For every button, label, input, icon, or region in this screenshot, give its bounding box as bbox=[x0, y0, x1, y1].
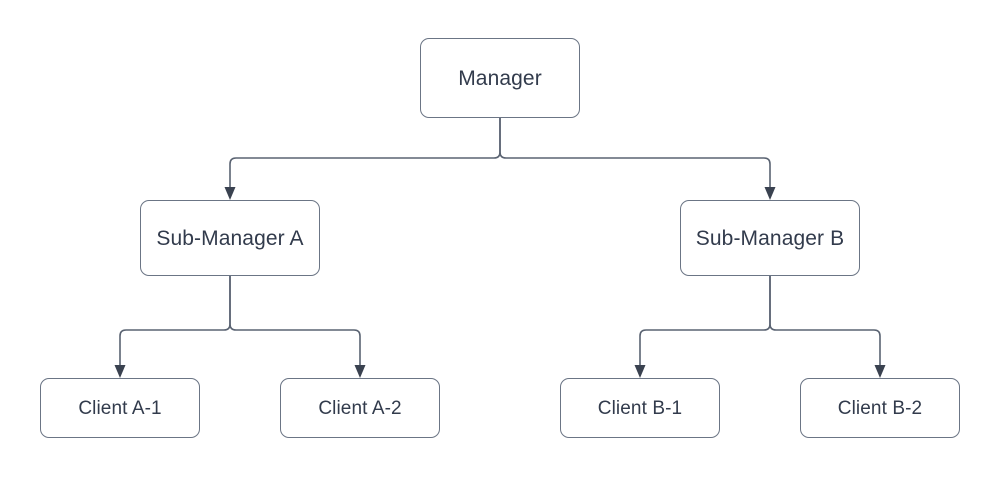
node-sub-manager-b[interactable]: Sub-Manager B bbox=[680, 200, 860, 276]
edge-sub-a-to-client-a-1-arrowhead-icon bbox=[114, 365, 126, 378]
node-client-b-2-label: Client B-2 bbox=[837, 397, 923, 419]
edge-manager-to-sub-b bbox=[499, 118, 771, 187]
edge-manager-to-sub-a-arrowhead-icon bbox=[224, 187, 236, 200]
edge-sub-a-to-client-a-2 bbox=[229, 276, 361, 365]
node-client-b-1[interactable]: Client B-1 bbox=[560, 378, 720, 438]
node-sub-manager-b-label: Sub-Manager B bbox=[695, 226, 845, 250]
edge-sub-a-to-client-a-2-arrowhead-icon bbox=[354, 365, 366, 378]
edge-manager-to-sub-b-arrowhead-icon bbox=[764, 187, 776, 200]
node-manager-label: Manager bbox=[458, 66, 542, 90]
node-client-a-1-label: Client A-1 bbox=[78, 397, 162, 419]
node-manager[interactable]: Manager bbox=[420, 38, 580, 118]
edge-sub-b-to-client-b-1-arrowhead-icon bbox=[634, 365, 646, 378]
node-client-a-2-label: Client A-2 bbox=[318, 397, 402, 419]
edge-manager-to-sub-a bbox=[229, 118, 501, 187]
node-sub-manager-a[interactable]: Sub-Manager A bbox=[140, 200, 320, 276]
edge-sub-b-to-client-b-1 bbox=[639, 276, 771, 365]
node-client-b-2[interactable]: Client B-2 bbox=[800, 378, 960, 438]
node-client-a-1[interactable]: Client A-1 bbox=[40, 378, 200, 438]
node-client-b-1-label: Client B-1 bbox=[597, 397, 683, 419]
edge-sub-b-to-client-b-2 bbox=[769, 276, 881, 365]
edge-sub-b-to-client-b-2-arrowhead-icon bbox=[874, 365, 886, 378]
node-client-a-2[interactable]: Client A-2 bbox=[280, 378, 440, 438]
edge-sub-a-to-client-a-1 bbox=[119, 276, 231, 365]
node-sub-manager-a-label: Sub-Manager A bbox=[156, 226, 304, 250]
